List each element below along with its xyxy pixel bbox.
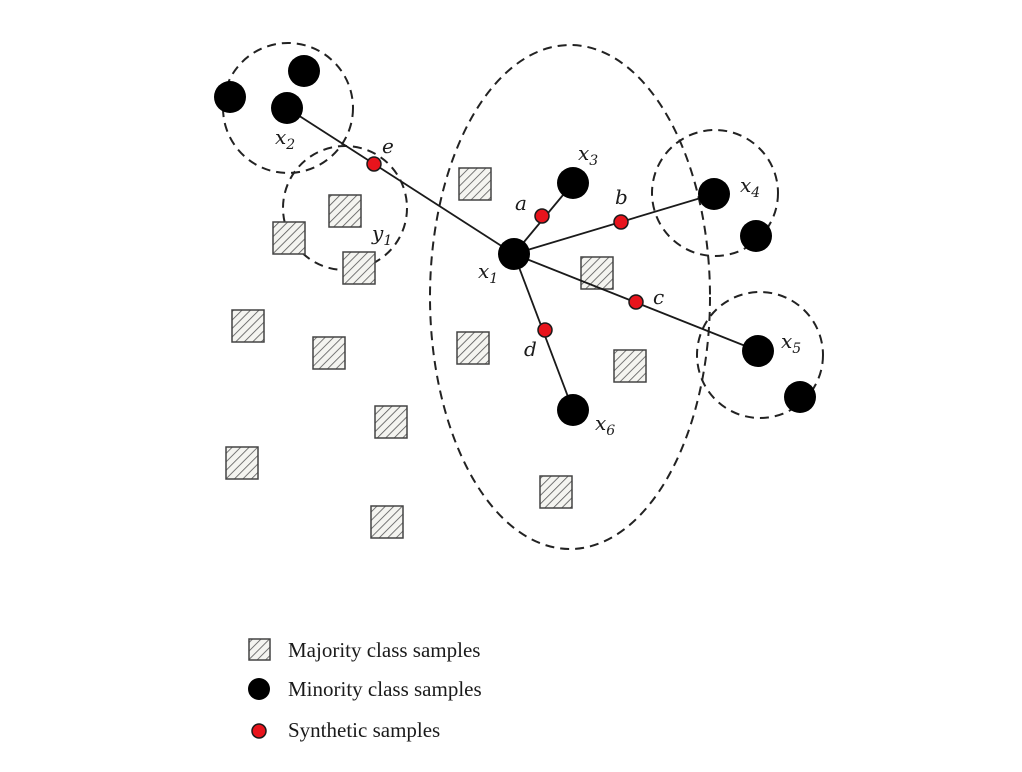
legend-synthetic-label: Synthetic samples bbox=[288, 718, 440, 742]
synthetic-sample-b bbox=[613, 214, 629, 230]
majority-sample bbox=[580, 256, 614, 290]
point-labels: x1 x2 x3 x4 x5 x6 y1 a b c d e bbox=[275, 125, 801, 439]
legend-synthetic-swatch bbox=[251, 723, 267, 739]
minority-samples bbox=[214, 55, 816, 426]
majority-sample bbox=[539, 475, 573, 509]
legend-minority-swatch bbox=[248, 678, 270, 700]
minority-sample bbox=[740, 220, 772, 252]
x5-neighborhood-circle bbox=[696, 291, 824, 419]
label-a: a bbox=[515, 191, 527, 215]
label-e: e bbox=[382, 134, 394, 158]
x1-neighborhood-ellipse bbox=[429, 44, 711, 550]
majority-sample bbox=[312, 336, 346, 370]
majority-sample bbox=[225, 446, 259, 480]
label-x2: x2 bbox=[275, 125, 295, 153]
synthetic-samples bbox=[366, 156, 644, 338]
majority-sample bbox=[328, 194, 362, 228]
minority-sample bbox=[288, 55, 320, 87]
label-x6: x6 bbox=[595, 411, 615, 439]
label-x3: x3 bbox=[578, 141, 598, 169]
minority-sample-x2 bbox=[271, 92, 303, 124]
minority-sample-x4 bbox=[698, 178, 730, 210]
majority-samples bbox=[225, 167, 647, 539]
majority-sample bbox=[456, 331, 490, 365]
majority-sample bbox=[342, 251, 376, 285]
minority-sample bbox=[784, 381, 816, 413]
majority-sample bbox=[272, 221, 306, 255]
synthetic-sample-c bbox=[628, 294, 644, 310]
synthetic-sample-a bbox=[534, 208, 550, 224]
label-y1: y1 bbox=[371, 221, 392, 249]
majority-sample bbox=[370, 505, 404, 539]
label-x4: x4 bbox=[740, 173, 760, 201]
minority-sample bbox=[214, 81, 246, 113]
label-x1: x1 bbox=[478, 259, 498, 287]
majority-sample bbox=[458, 167, 492, 201]
legend-minority-label: Minority class samples bbox=[288, 677, 482, 701]
label-d: d bbox=[524, 337, 537, 361]
label-c: c bbox=[653, 285, 664, 309]
neighborhood-boundaries bbox=[222, 42, 824, 550]
legend: Majority class samples Minority class sa… bbox=[248, 638, 482, 742]
label-x5: x5 bbox=[781, 329, 801, 357]
majority-sample bbox=[613, 349, 647, 383]
majority-sample bbox=[231, 309, 265, 343]
line-x1-x2 bbox=[286, 107, 515, 255]
label-b: b bbox=[615, 185, 628, 209]
minority-sample-x5 bbox=[742, 335, 774, 367]
minority-sample-x6 bbox=[557, 394, 589, 426]
majority-sample bbox=[374, 405, 408, 439]
legend-majority-label: Majority class samples bbox=[288, 638, 480, 662]
legend-majority-swatch bbox=[248, 638, 271, 661]
minority-sample-x1 bbox=[498, 238, 530, 270]
x4-neighborhood-circle bbox=[651, 129, 779, 257]
synthetic-sample-e bbox=[366, 156, 382, 172]
minority-sample-x3 bbox=[557, 167, 589, 199]
synthetic-sample-d bbox=[537, 322, 553, 338]
